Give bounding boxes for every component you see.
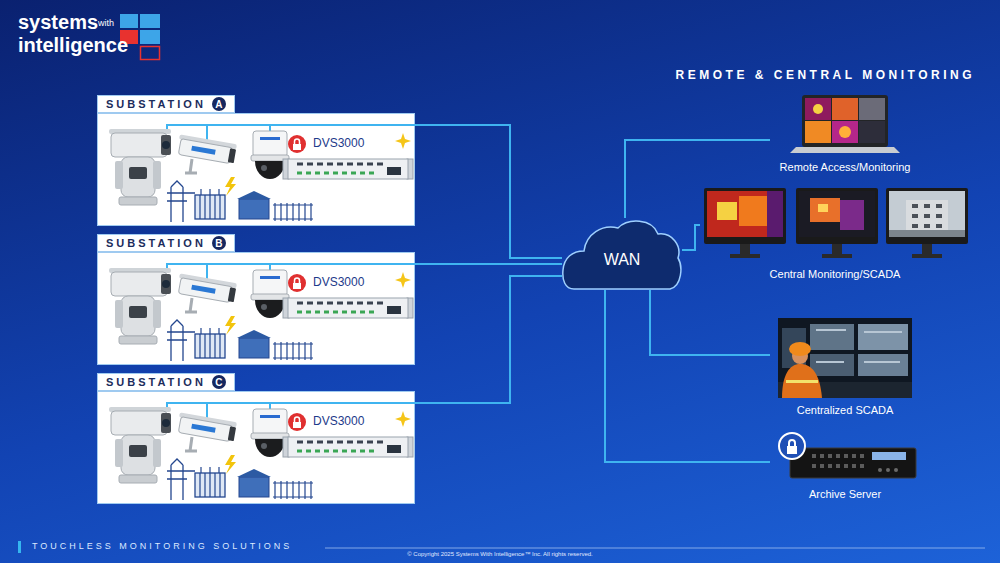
network-link [415,125,562,258]
dvs-device: DVS3000 [283,409,413,461]
laptop-node: Remote Access/Monitoring [770,95,920,173]
dvs-device: DVS3000 [283,131,413,183]
node-caption: Archive Server [809,488,881,500]
copyright-notice: © Copyright 2025 Systems With Intelligen… [0,551,1000,558]
dvs-device: DVS3000 [283,270,413,322]
network-link [605,290,770,462]
wan-cloud: WAN [562,218,682,290]
server-node: Archive Server [770,430,920,500]
network-link [415,263,562,265]
network-link [682,225,700,250]
device-label: DVS3000 [313,275,364,289]
logo-word: intelligence [18,34,128,56]
node-illustration [770,430,920,486]
substation-name: SUBSTATION [106,98,206,110]
substation-tab: SUBSTATION A [97,95,235,113]
logo-word: systems [18,11,98,33]
dvs-illustration [283,133,413,179]
footer-tagline: TOUCHLESS MONITORING SOLUTIONS [32,542,292,552]
logo-square [140,14,160,28]
device-label: DVS3000 [313,414,364,428]
substation-tab: SUBSTATION B [97,234,235,252]
cloud-shape [563,221,681,289]
substation-illustration [109,264,415,361]
operator-node: Centralized SCADA [770,318,920,416]
substation-panel: SUBSTATION A DVS3000 [97,95,415,226]
node-illustration [779,433,916,478]
substation-letter: C [212,375,226,389]
logo-square [120,14,138,28]
logo-square [141,47,160,60]
node-caption: Remote Access/Monitoring [780,161,911,173]
logo-word: with [98,19,114,29]
device-label: DVS3000 [313,136,364,150]
substation-letter: B [212,236,226,250]
substation-panel: SUBSTATION C DVS3000 [97,373,415,504]
dvs-illustration [283,272,413,318]
footer-rule [325,548,985,549]
section-title: REMOTE & CENTRAL MONITORING [676,68,975,82]
node-illustration [770,95,920,155]
substation-name: SUBSTATION [106,237,206,249]
substation-name: SUBSTATION [106,376,206,388]
substation-letter: A [212,97,226,111]
substation-illustration [109,125,415,222]
network-link [415,276,562,403]
substation-tab: SUBSTATION C [97,373,235,391]
node-illustration [704,188,968,258]
substation-illustration [109,403,415,500]
node-illustration [778,318,912,398]
network-link [650,290,770,355]
node-illustration [770,318,920,398]
dvs-illustration [283,411,413,457]
node-illustration [700,188,970,262]
node-caption: Centralized SCADA [797,404,894,416]
monitor-wall-node: Central Monitoring/SCADA [700,188,970,280]
footer-bar [18,541,21,553]
substation-panel: SUBSTATION B DVS3000 [97,234,415,365]
node-illustration [790,95,900,153]
logo-square [140,30,160,44]
network-label: WAN [604,251,641,269]
node-caption: Central Monitoring/SCADA [770,268,901,280]
